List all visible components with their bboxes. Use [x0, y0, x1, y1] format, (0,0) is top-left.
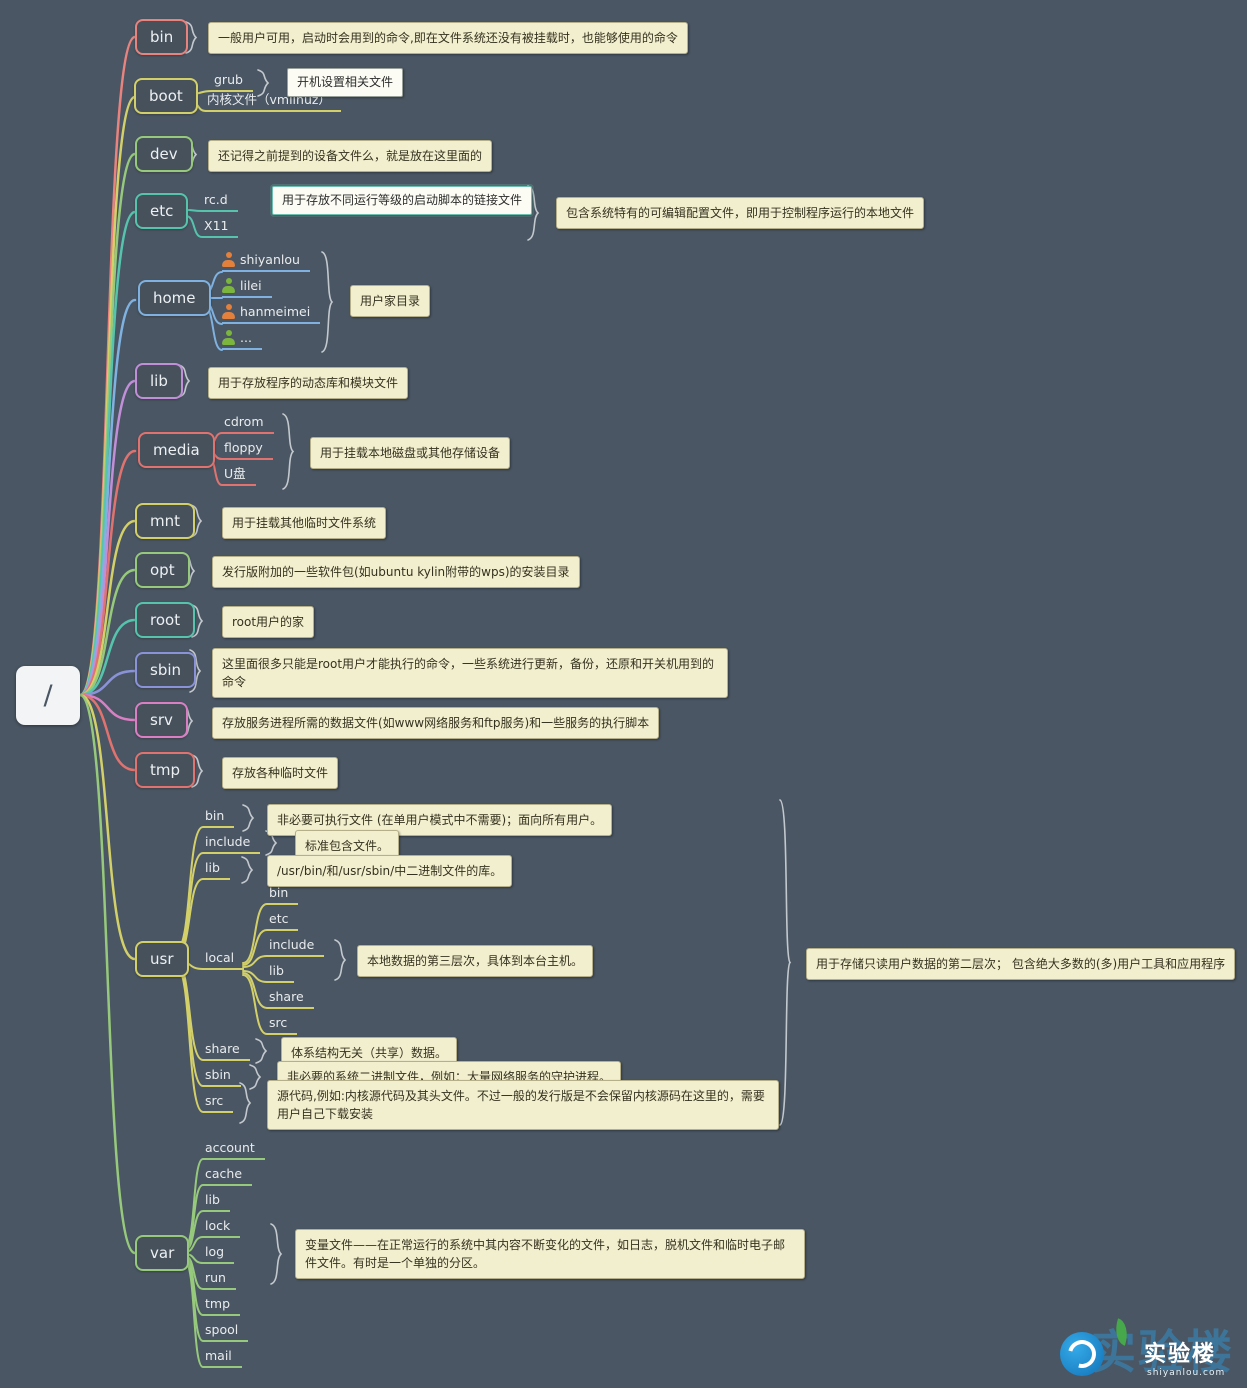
note-usr-src: 源代码,例如:内核源代码及其头文件。不过一般的发行版是不会保留内核源码在这里的，…	[267, 1080, 779, 1130]
note-media: 用于挂载本地磁盘或其他存储设备	[310, 437, 511, 469]
main-branches	[78, 35, 137, 1255]
home-user-shiyanlou[interactable]: shiyanlou	[222, 252, 310, 272]
note-usr-local: 本地数据的第三层次，具体到本台主机。	[357, 945, 594, 977]
node-srv[interactable]: srv	[135, 702, 188, 738]
usr-child-lib[interactable]: lib	[203, 860, 230, 880]
var-child-log[interactable]: log	[203, 1244, 235, 1264]
note-grub: 开机设置相关文件	[287, 68, 404, 97]
usr-child-bin[interactable]: bin	[203, 808, 235, 828]
node-media[interactable]: media	[138, 432, 215, 468]
logo-badge-icon	[1060, 1332, 1104, 1376]
node-usr[interactable]: usr	[135, 941, 189, 977]
note-tmp: 存放各种临时文件	[222, 757, 339, 789]
node-lib[interactable]: lib	[135, 363, 183, 399]
home-user-label: shiyanlou	[240, 252, 300, 267]
var-child-mail[interactable]: mail	[203, 1348, 242, 1368]
note-mnt: 用于挂载其他临时文件系统	[222, 507, 387, 539]
note-etc: 包含系统特有的可编辑配置文件，即用于控制程序运行的本地文件	[556, 197, 925, 229]
note-usr: 用于存储只读用户数据的第二层次； 包含绝大多数的(多)用户工具和应用程序	[806, 948, 1236, 980]
var-child-run[interactable]: run	[203, 1270, 236, 1290]
logo-watermark: 实验楼	[1090, 1325, 1234, 1379]
var-child-account[interactable]: account	[203, 1140, 265, 1160]
node-mnt[interactable]: mnt	[135, 503, 195, 539]
shiyanlou-logo: 实验楼 实验楼 shiyanlou.com	[1058, 1312, 1243, 1386]
note-rcd: 用于存放不同运行等级的启动脚本的链接文件	[272, 186, 533, 215]
user-icon	[222, 304, 235, 319]
note-opt: 发行版附加的一些软件包(如ubuntu kylin附带的wps)的安装目录	[212, 556, 580, 588]
usr-child-local[interactable]: local	[203, 950, 245, 970]
note-home: 用户家目录	[350, 285, 431, 317]
home-user-label: hanmeimei	[240, 304, 311, 319]
home-user-label: ...	[240, 330, 252, 345]
user-icon	[222, 278, 235, 293]
local-child-share[interactable]: share	[267, 989, 314, 1009]
home-user-hanmeimei[interactable]: hanmeimei	[222, 304, 321, 324]
node-sbin[interactable]: sbin	[135, 652, 197, 688]
node-bin[interactable]: bin	[135, 19, 189, 55]
node-boot[interactable]: boot	[134, 78, 198, 114]
node-var[interactable]: var	[135, 1235, 190, 1271]
node-etc[interactable]: etc	[135, 193, 189, 229]
etc-child-rcd[interactable]: rc.d	[202, 192, 238, 212]
var-child-lib[interactable]: lib	[203, 1192, 230, 1212]
boot-child-grub[interactable]: grub	[212, 72, 253, 92]
note-lib: 用于存放程序的动态库和模块文件	[208, 367, 409, 399]
note-root: root用户的家	[222, 606, 315, 638]
note-srv: 存放服务进程所需的数据文件(如www网络服务和ftp服务)和一些服务的执行脚本	[212, 707, 660, 739]
var-child-spool[interactable]: spool	[203, 1322, 249, 1342]
user-icon	[222, 252, 235, 267]
local-child-include[interactable]: include	[267, 937, 325, 957]
note-usr-lib: /usr/bin/和/usr/sbin/中二进制文件的库。	[267, 855, 513, 887]
note-sbin: 这里面很多只能是root用户才能执行的命令，一些系统进行更新，备份，还原和开关机…	[212, 648, 728, 698]
home-user-lilei[interactable]: lilei	[222, 278, 272, 298]
media-child-floppy[interactable]: floppy	[222, 440, 273, 460]
usr-child-share[interactable]: share	[203, 1041, 250, 1061]
local-child-lib[interactable]: lib	[267, 963, 294, 983]
note-bin: 一般用户可用，启动时会用到的命令,即在文件系统还没有被挂载时，也能够使用的命令	[208, 22, 688, 54]
usr-child-sbin[interactable]: sbin	[203, 1067, 241, 1087]
node-root[interactable]: root	[135, 602, 196, 638]
local-child-bin[interactable]: bin	[267, 885, 299, 905]
etc-child-x11[interactable]: X11	[202, 218, 239, 238]
node-dev[interactable]: dev	[135, 136, 193, 172]
usr-child-include[interactable]: include	[203, 834, 261, 854]
media-child-cdrom[interactable]: cdrom	[222, 414, 274, 434]
note-dev: 还记得之前提到的设备文件么，就是放在这里面的	[208, 140, 493, 172]
local-child-etc[interactable]: etc	[267, 911, 299, 931]
home-user-label: lilei	[240, 278, 262, 293]
node-tmp[interactable]: tmp	[135, 752, 196, 788]
home-user-more[interactable]: ...	[222, 330, 262, 350]
node-opt[interactable]: opt	[135, 552, 190, 588]
local-child-src[interactable]: src	[267, 1015, 298, 1035]
usr-child-src[interactable]: src	[203, 1093, 234, 1113]
user-icon	[222, 330, 235, 345]
var-child-tmp[interactable]: tmp	[203, 1296, 241, 1316]
media-child-udisk[interactable]: U盘	[222, 466, 256, 486]
root-node[interactable]: /	[16, 666, 80, 725]
note-var: 变量文件——在正常运行的系统中其内容不断变化的文件，如日志，脱机文件和临时电子邮…	[295, 1229, 805, 1279]
var-child-cache[interactable]: cache	[203, 1166, 253, 1186]
node-home[interactable]: home	[138, 280, 211, 316]
logo-text: 实验楼	[1144, 1342, 1217, 1367]
var-child-lock[interactable]: lock	[203, 1218, 241, 1238]
logo-domain: shiyanlou.com	[1147, 1368, 1226, 1378]
